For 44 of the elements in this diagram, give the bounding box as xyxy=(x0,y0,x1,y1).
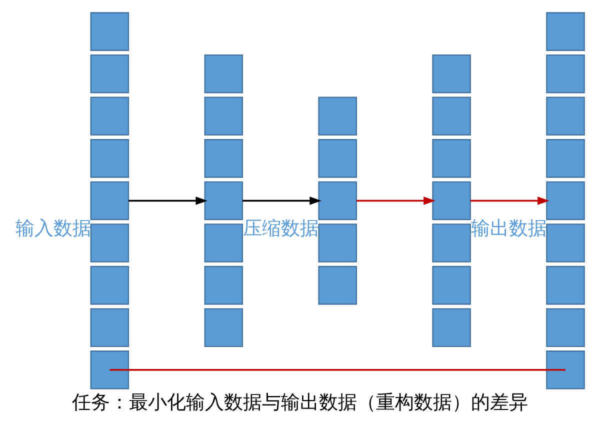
node-box xyxy=(90,54,130,94)
node-box xyxy=(546,181,585,220)
node-box xyxy=(546,96,585,136)
node-box xyxy=(546,308,585,347)
node-box xyxy=(204,96,244,136)
node-box xyxy=(546,224,585,262)
node-box xyxy=(432,224,471,262)
node-box xyxy=(90,96,130,136)
node-box xyxy=(204,139,244,178)
node-box xyxy=(90,181,130,220)
node-box xyxy=(546,350,585,390)
node-box xyxy=(204,224,244,262)
arrow xyxy=(470,196,550,205)
caption: 任务：最小化输入数据与输出数据（重构数据）的差异 xyxy=(72,392,528,414)
connector xyxy=(110,369,566,371)
node-box xyxy=(546,54,585,94)
node-label: 输入数据 xyxy=(15,218,92,240)
node-box xyxy=(204,181,244,220)
arrow xyxy=(242,196,322,205)
node-box xyxy=(204,308,244,347)
node-box xyxy=(318,266,357,305)
node-box xyxy=(432,308,471,347)
node-box xyxy=(90,224,130,262)
node-box xyxy=(318,181,357,220)
node-box xyxy=(546,139,585,178)
node-box xyxy=(90,350,130,390)
node-box xyxy=(432,266,471,305)
node-box xyxy=(90,308,130,347)
node-box xyxy=(204,266,244,305)
node-box xyxy=(318,139,357,178)
node-box xyxy=(204,54,244,94)
arrow xyxy=(128,196,208,205)
node-box xyxy=(90,139,130,178)
node-box xyxy=(432,96,471,136)
node-box xyxy=(432,181,471,220)
node-box xyxy=(318,224,357,262)
node-box xyxy=(546,266,585,305)
node-box xyxy=(546,12,585,51)
node-box xyxy=(432,54,471,94)
node-box xyxy=(90,12,130,51)
node-box xyxy=(432,139,471,178)
node-box xyxy=(90,266,130,305)
node-box xyxy=(318,96,357,136)
arrow xyxy=(356,196,436,205)
